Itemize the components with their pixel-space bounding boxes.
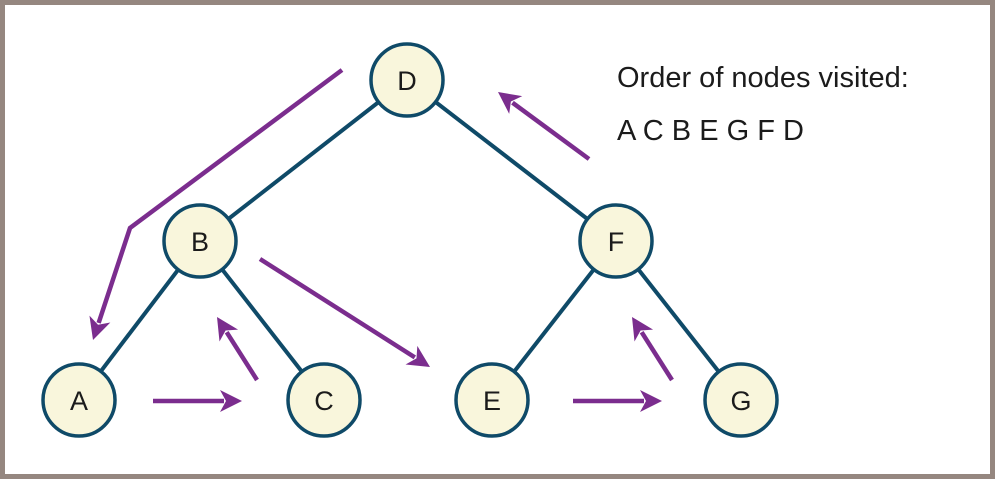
node-label: F — [608, 227, 625, 257]
tree-edge-d-f — [405, 78, 618, 243]
arrow-shaft — [639, 330, 674, 382]
traversal-arrow-b-to-e — [258, 257, 430, 367]
node-circle — [703, 362, 779, 438]
node-label: G — [730, 386, 751, 416]
arrowhead-icon — [640, 390, 662, 412]
traversal-arrow-c-to-b — [217, 317, 259, 382]
tree-node-b: B — [162, 203, 238, 279]
node-label: C — [314, 386, 334, 416]
traversal-arrow-f-to-d — [498, 92, 591, 161]
arrow-shaft — [224, 330, 259, 382]
arrowhead-icon — [89, 315, 111, 340]
tree-node-e: E — [454, 362, 530, 438]
tree-node-g: G — [703, 362, 779, 438]
node-circle — [578, 203, 654, 279]
tree-node-a: A — [41, 362, 117, 438]
arrowhead-icon — [632, 317, 654, 342]
tree-node-c: C — [286, 362, 362, 438]
node-label: A — [70, 386, 88, 416]
traversal-arrow-a-to-c — [153, 390, 242, 412]
node-circle — [454, 362, 530, 438]
tree-edge-d-b — [198, 78, 409, 243]
traversal-arrows — [89, 68, 674, 412]
tree-nodes: D B F A C E G — [41, 42, 779, 438]
node-label: B — [191, 227, 209, 257]
arrowhead-icon — [405, 345, 430, 367]
arrowhead-icon — [498, 92, 523, 114]
tree-node-d: D — [369, 42, 445, 118]
arrow-shaft — [96, 68, 344, 324]
arrowhead-icon — [220, 390, 242, 412]
node-circle — [286, 362, 362, 438]
node-label: D — [397, 66, 417, 96]
node-circle — [369, 42, 445, 118]
node-circle — [162, 203, 238, 279]
traversal-arrow-g-to-f — [632, 317, 674, 382]
tree-node-f: F — [578, 203, 654, 279]
traversal-arrow-d-to-a — [89, 68, 344, 340]
legend-visit-order: A C B E G F D — [617, 115, 804, 147]
arrowhead-icon — [217, 317, 239, 342]
legend-title: Order of nodes visited: — [617, 62, 909, 94]
traversal-arrow-e-to-g — [573, 390, 662, 412]
node-label: E — [483, 386, 501, 416]
arrow-shaft — [258, 257, 417, 360]
node-circle — [41, 362, 117, 438]
arrow-shaft — [511, 100, 591, 161]
